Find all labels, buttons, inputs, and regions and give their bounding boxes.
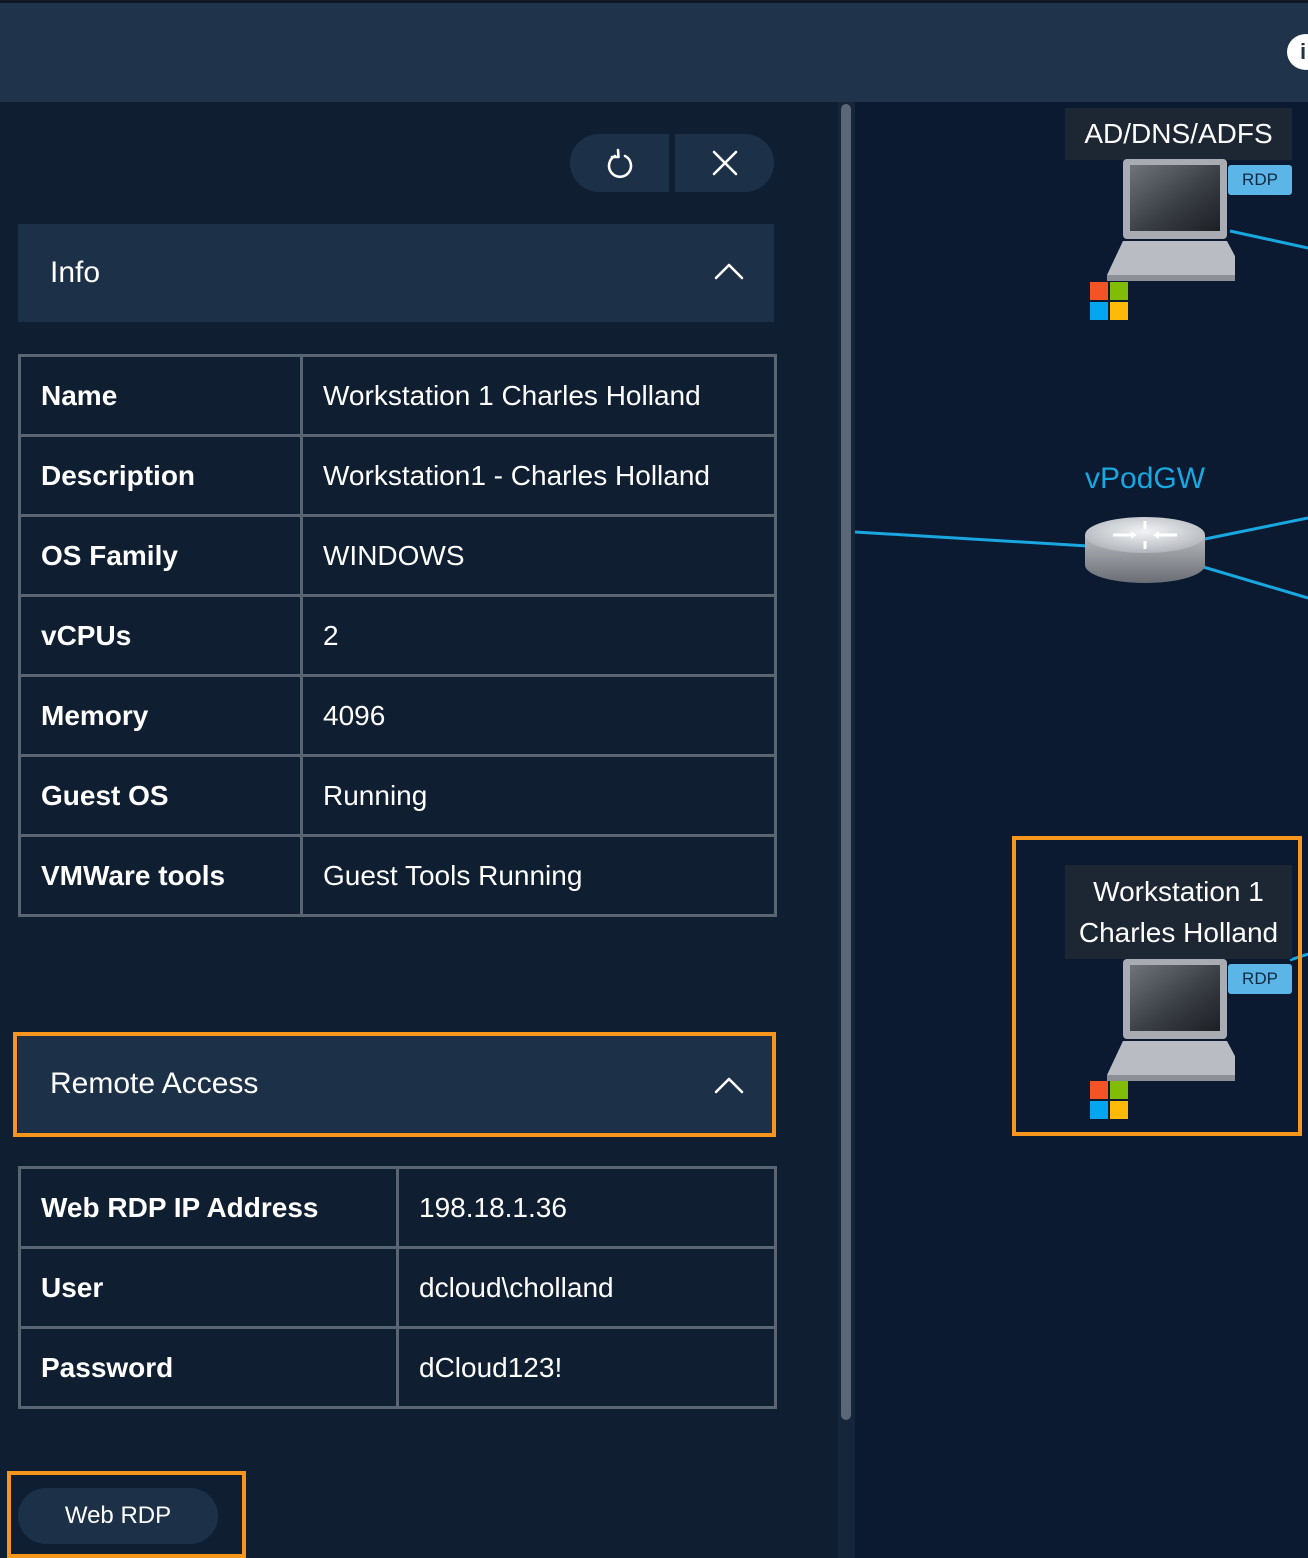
property-key: Guest OS [18, 754, 303, 837]
remote-access-table: Web RDP IP Address 198.18.1.36 User dclo… [18, 1166, 777, 1409]
table-row: OS Family WINDOWS [18, 514, 777, 597]
table-row: vCPUs 2 [18, 594, 777, 677]
rdp-badge[interactable]: RDP [1228, 964, 1292, 994]
table-row: Web RDP IP Address 198.18.1.36 [18, 1166, 777, 1249]
rdp-badge[interactable]: RDP [1228, 165, 1292, 195]
node-label: AD/DNS/ADFS [1065, 108, 1292, 160]
property-value: Workstation 1 Charles Holland [300, 354, 777, 437]
remote-access-section-title: Remote Access [50, 1067, 259, 1100]
property-key: Password [18, 1326, 399, 1409]
property-key: Memory [18, 674, 303, 757]
table-row: Password dCloud123! [18, 1326, 777, 1409]
close-icon [712, 150, 737, 176]
property-value: dCloud123! [396, 1326, 777, 1409]
info-table: Name Workstation 1 Charles Holland Descr… [18, 354, 777, 917]
node-label: Workstation 1 Charles Holland [1065, 865, 1292, 959]
table-row: Description Workstation1 - Charles Holla… [18, 434, 777, 517]
refresh-icon [607, 148, 632, 179]
close-button[interactable] [675, 134, 774, 192]
windows-logo-icon [1090, 282, 1128, 320]
table-row: Guest OS Running [18, 754, 777, 837]
laptop-icon[interactable] [1095, 955, 1235, 1085]
property-value: Workstation1 - Charles Holland [300, 434, 777, 517]
node-label-line: Workstation 1 [1093, 876, 1264, 907]
property-value: dcloud\cholland [396, 1246, 777, 1329]
table-row: VMWare tools Guest Tools Running [18, 834, 777, 917]
property-value: 4096 [300, 674, 777, 757]
refresh-button[interactable] [570, 134, 669, 192]
windows-logo-icon [1090, 1081, 1128, 1119]
table-row: User dcloud\cholland [18, 1246, 777, 1329]
node-label: vPodGW [1085, 462, 1206, 495]
property-key: User [18, 1246, 399, 1329]
property-key: Name [18, 354, 303, 437]
remote-access-section-header[interactable]: Remote Access [18, 1034, 774, 1134]
table-row: Name Workstation 1 Charles Holland [18, 354, 777, 437]
property-value: 2 [300, 594, 777, 677]
router-icon[interactable] [1083, 515, 1207, 587]
table-row: Memory 4096 [18, 674, 777, 757]
laptop-icon[interactable] [1095, 155, 1235, 285]
node-label-line: Charles Holland [1078, 917, 1279, 948]
property-key: OS Family [18, 514, 303, 597]
property-key: vCPUs [18, 594, 303, 677]
property-value: Guest Tools Running [300, 834, 777, 917]
web-rdp-button[interactable]: Web RDP [18, 1488, 218, 1544]
property-key: VMWare tools [18, 834, 303, 917]
property-key: Web RDP IP Address [18, 1166, 399, 1249]
property-value: 198.18.1.36 [396, 1166, 777, 1249]
topology-canvas [855, 102, 1308, 1558]
top-bar [0, 0, 1308, 102]
property-key: Description [18, 434, 303, 517]
info-section-header[interactable]: Info [18, 224, 774, 322]
info-section-title: Info [50, 256, 101, 289]
chevron-up-icon [714, 1077, 744, 1094]
property-value: WINDOWS [300, 514, 777, 597]
info-icon[interactable]: i [1287, 34, 1308, 70]
chevron-up-icon [714, 263, 744, 280]
property-value: Running [300, 754, 777, 837]
scrollbar-thumb[interactable] [841, 104, 851, 1420]
